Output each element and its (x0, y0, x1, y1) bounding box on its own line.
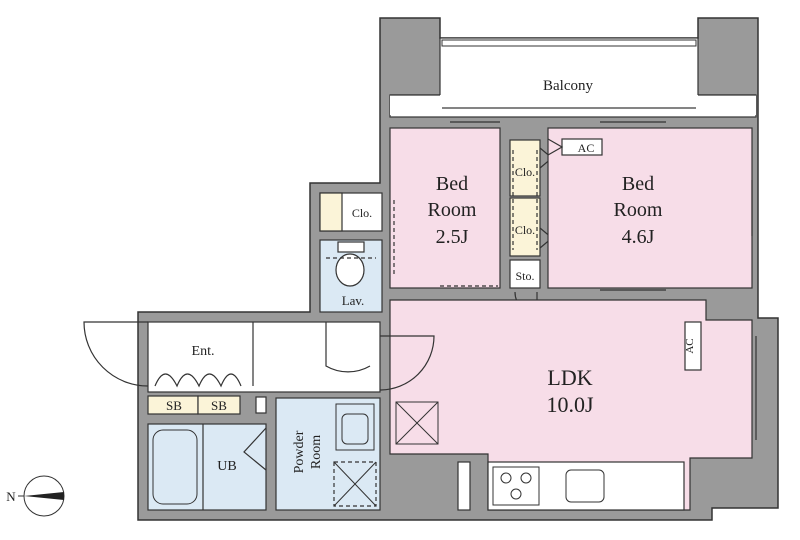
storage-label: Sto. (515, 269, 534, 283)
entrance: Ent. (83, 321, 381, 393)
bedroom-small: Bed Room 2.5J (389, 121, 501, 289)
unit-bath: UB (147, 423, 267, 511)
ldk: AC LDK 10.0J (379, 299, 757, 511)
shoe-boxes: SB SB (147, 395, 267, 415)
powder-room-label-2: Room (309, 435, 324, 469)
closet-column: Clo. Clo. Sto. (509, 139, 553, 315)
bedroom-large-size: 4.6J (622, 226, 655, 248)
bedroom-large-label-1: Bed (622, 173, 654, 195)
ldk-size: 10.0J (546, 392, 594, 417)
compass: N (6, 475, 65, 517)
closet-mid1-label: Clo. (515, 165, 535, 179)
ac-bedroom-label: AC (578, 141, 595, 155)
bedroom-large: AC Bed Room 4.6J (547, 121, 753, 291)
ldk-label: LDK (547, 365, 592, 390)
balcony-label: Balcony (543, 78, 593, 94)
ac-ldk-label: AC (684, 338, 696, 353)
compass-north-label: N (6, 489, 16, 504)
balcony: Balcony (389, 37, 757, 118)
powder-room-label-1: Powder (292, 430, 307, 473)
closet-top-label: Clo. (352, 206, 372, 220)
closet-top: Clo. (319, 192, 383, 232)
lavatory: Lav. (319, 239, 383, 313)
bedroom-small-label-1: Bed (436, 173, 468, 195)
entrance-label: Ent. (192, 344, 215, 359)
unit-bath-label: UB (217, 459, 236, 474)
powder-room: Powder Room (275, 397, 381, 511)
lavatory-label: Lav. (342, 293, 365, 308)
bedroom-small-label-2: Room (428, 199, 477, 221)
shoe-box-1-label: SB (166, 398, 182, 413)
shoe-box-2-label: SB (211, 398, 227, 413)
closet-mid2-label: Clo. (515, 223, 535, 237)
bedroom-small-size: 2.5J (436, 226, 469, 248)
bedroom-large-label-2: Room (614, 199, 663, 221)
